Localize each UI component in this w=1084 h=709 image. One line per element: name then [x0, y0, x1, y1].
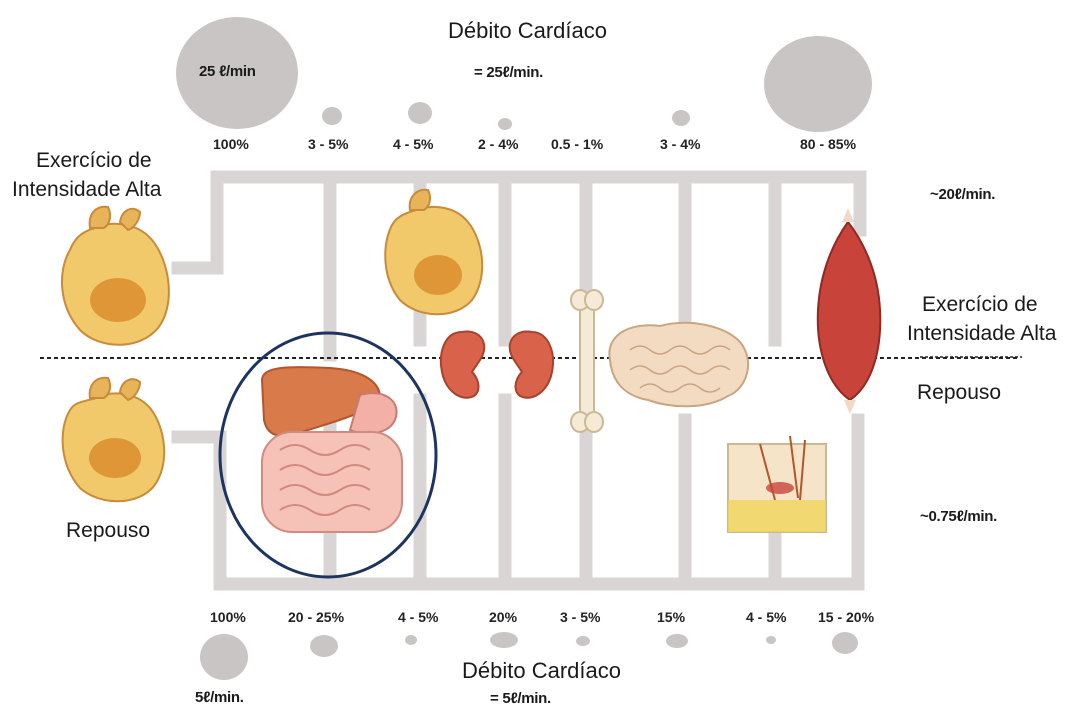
bottom-cardiac-output-title: Débito Cardíaco: [462, 658, 621, 684]
bottom-right-flow: ~0.75ℓ/min.: [920, 508, 997, 525]
muscle-icon: [818, 208, 880, 414]
heart-rest-icon: [63, 378, 165, 502]
top-circle-label: 25 ℓ/min: [199, 63, 256, 80]
top-right-flow: ~20ℓ/min.: [930, 186, 995, 203]
skin-icon: [728, 436, 826, 532]
brain-icon: [609, 323, 748, 406]
heart-organ-icon: [385, 190, 482, 315]
top-pct-0: 100%: [213, 136, 249, 152]
right-exercise-label: Exercício de Intensidade Alta: [922, 290, 1056, 348]
bottom-pct-3: 20%: [489, 609, 517, 625]
kidney-icon-1: [441, 332, 484, 398]
top-pct-4: 0.5 - 1%: [551, 136, 603, 152]
bone-icon: [571, 290, 603, 432]
left-rest-label: Repouso: [66, 516, 150, 545]
left-exercise-label: Exercício de Intensidade Alta: [12, 146, 161, 204]
bottom-pct-2: 4 - 5%: [398, 609, 438, 625]
top-cardiac-output-title: Débito Cardíaco: [448, 18, 607, 44]
top-cardiac-output-value: = 25ℓ/min.: [474, 64, 543, 81]
kidney-icon-2: [510, 332, 553, 398]
bottom-pct-1: 20 - 25%: [288, 609, 344, 625]
liver-digestive-icon: [262, 367, 402, 532]
right-rest-label: Repouso: [917, 378, 1001, 407]
left-exercise-label-line2: Intensidade Alta: [12, 175, 161, 204]
top-pct-6: 80 - 85%: [800, 136, 856, 152]
right-exercise-label-line2: Intensidade Alta: [907, 319, 1056, 348]
bottom-pct-5: 15%: [657, 609, 685, 625]
top-pct-3: 2 - 4%: [478, 136, 518, 152]
top-pct-2: 4 - 5%: [393, 136, 433, 152]
top-pipe-system: [178, 177, 860, 355]
top-pct-1: 3 - 5%: [308, 136, 348, 152]
top-pct-5: 3 - 4%: [660, 136, 700, 152]
bottom-pct-4: 3 - 5%: [560, 609, 600, 625]
bottom-pct-7: 15 - 20%: [818, 609, 874, 625]
right-exercise-label-line1: Exercício de: [922, 290, 1056, 319]
left-exercise-label-line1: Exercício de: [12, 146, 161, 175]
heart-exercise-icon: [62, 207, 169, 345]
bottom-circle-label: 5ℓ/min.: [195, 689, 244, 706]
bottom-pct-0: 100%: [210, 609, 246, 625]
bottom-pct-6: 4 - 5%: [746, 609, 786, 625]
bottom-cardiac-output-value: = 5ℓ/min.: [490, 690, 551, 707]
